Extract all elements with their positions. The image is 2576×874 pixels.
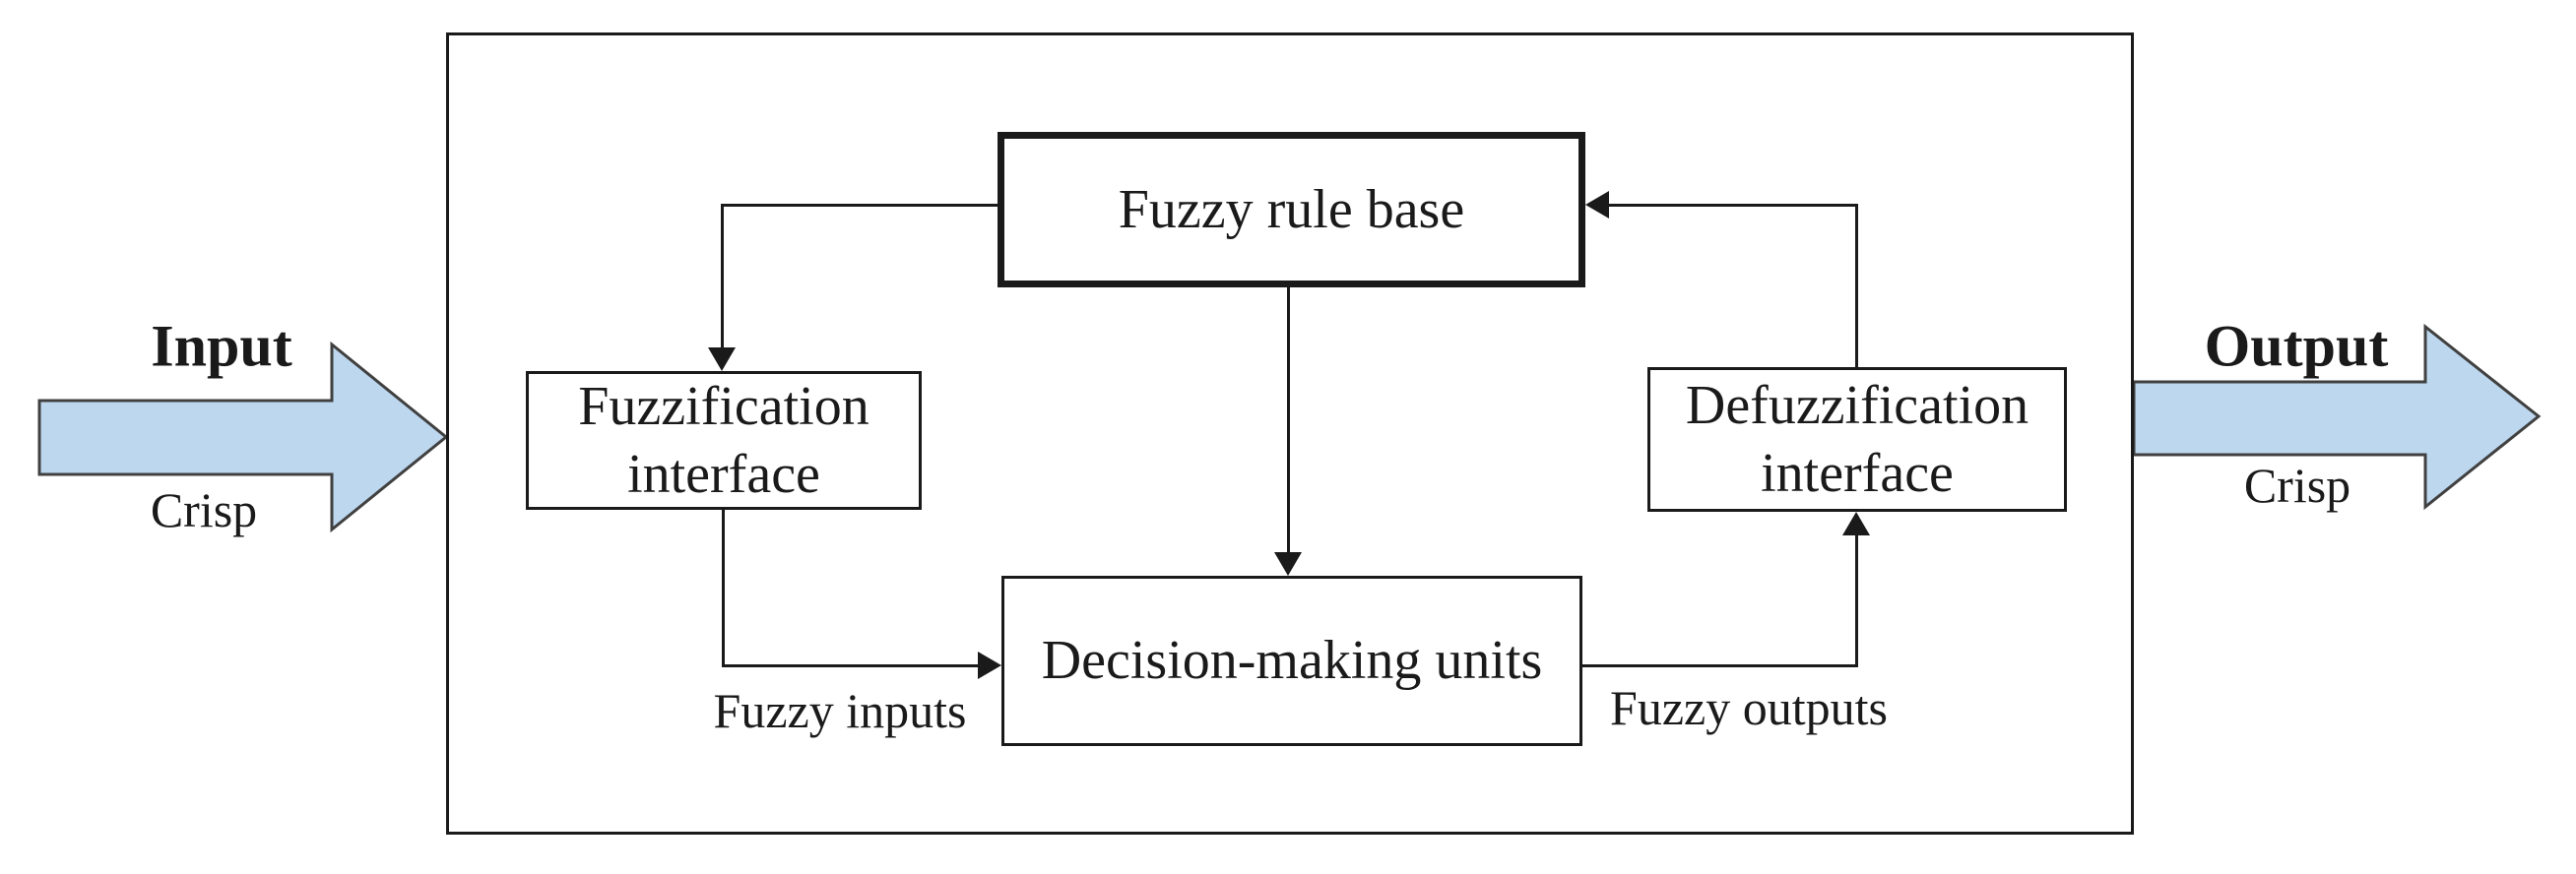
defuzzification-interface-label: Defuzzification interface [1685, 375, 2029, 504]
output-arrow-shape [2132, 323, 2542, 511]
connector-rulebase-to-fuzzification-vertical [721, 204, 724, 350]
connector-fuzzification-to-decision-horizontal [722, 664, 981, 667]
connector-rulebase-to-fuzzification-horizontal [721, 204, 998, 207]
fuzzy-outputs-label: Fuzzy outputs [1610, 680, 1888, 735]
system-boundary-box [446, 32, 2134, 835]
decision-making-units-label: Decision-making units [1041, 630, 1543, 692]
arrowhead-down-icon [708, 347, 736, 371]
fuzzy-rule-base-box: Fuzzy rule base [998, 132, 1585, 287]
connector-decision-to-defuzzification-horizontal [1582, 664, 1858, 667]
fuzzy-inputs-label: Fuzzy inputs [713, 683, 967, 738]
connector-fuzzification-to-decision-vertical [722, 509, 725, 667]
input-crisp-label: Crisp [150, 482, 258, 537]
defuzzification-interface-box: Defuzzification interface [1647, 367, 2067, 512]
connector-decision-to-defuzzification-vertical [1855, 532, 1858, 667]
arrowhead-left-icon [1585, 191, 1609, 218]
connector-defuzzification-to-rulebase-vertical [1855, 204, 1858, 368]
decision-making-units-box: Decision-making units [1001, 576, 1582, 746]
input-arrow-shape [37, 341, 449, 533]
output-crisp-label: Crisp [2243, 458, 2351, 513]
arrowhead-down-icon [1274, 552, 1302, 576]
connector-rulebase-to-decision [1287, 287, 1290, 555]
fuzzy-rule-base-label: Fuzzy rule base [1118, 178, 1465, 240]
fuzzification-interface-box: Fuzzification interface [526, 371, 922, 510]
arrowhead-up-icon [1842, 512, 1870, 535]
input-label: Input [151, 313, 292, 379]
fuzzification-interface-label: Fuzzification interface [578, 376, 869, 505]
output-label: Output [2204, 313, 2389, 379]
arrowhead-right-icon [978, 652, 1001, 679]
connector-defuzzification-to-rulebase-horizontal [1606, 204, 1858, 207]
